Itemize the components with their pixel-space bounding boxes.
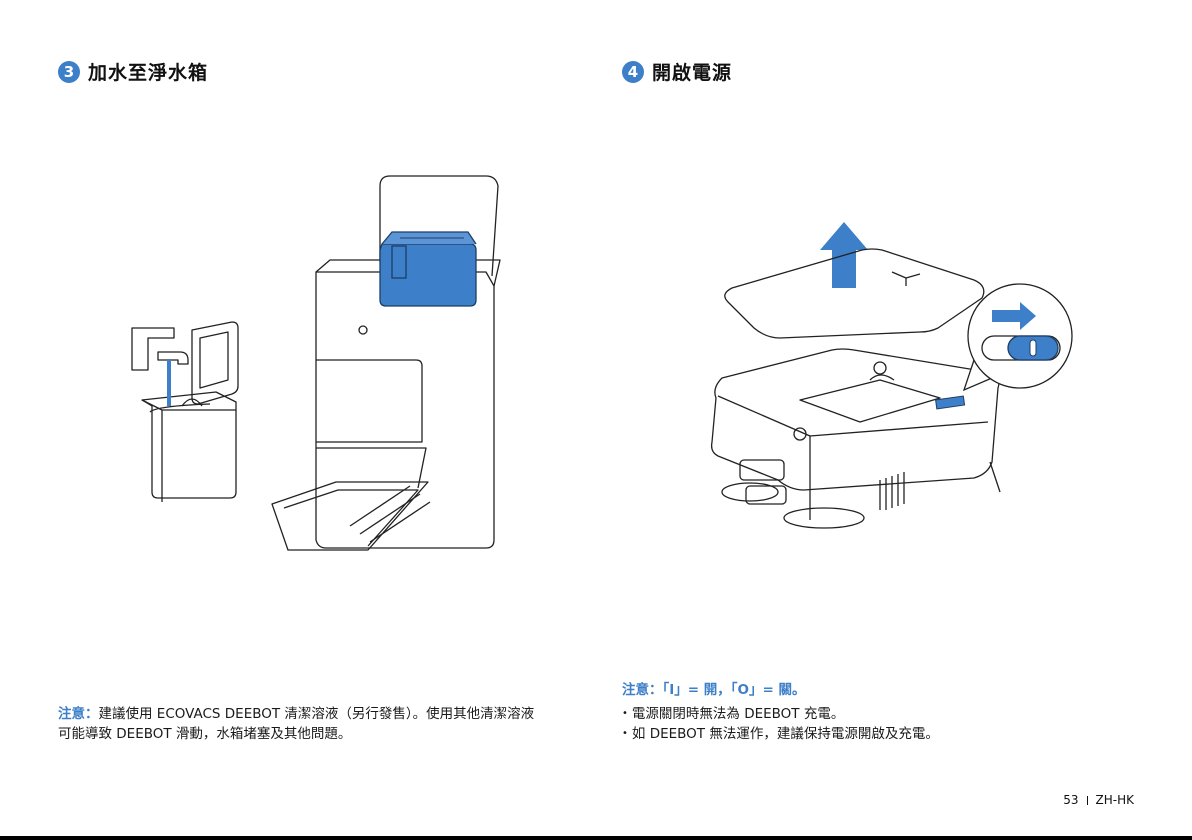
step-4-bullet-1: 電源關閉時無法為 DEEBOT 充電。 — [622, 704, 939, 724]
water-stream — [167, 360, 171, 406]
step-3-title: 加水至淨水箱 — [88, 58, 208, 85]
step-3-note-label: 注意： — [58, 706, 99, 722]
step-3-note-text-1: 建議使用 ECOVACS DEEBOT 清潔溶液（另行發售）。使用其他清潔溶液 — [99, 706, 535, 722]
language-code: ZH-HK — [1096, 793, 1134, 807]
step-3-note-line-1: 注意：建議使用 ECOVACS DEEBOT 清潔溶液（另行發售）。使用其他清潔… — [58, 704, 534, 724]
step-3-note: 注意：建議使用 ECOVACS DEEBOT 清潔溶液（另行發售）。使用其他清潔… — [58, 704, 534, 744]
step-3-note-line-2: 可能導致 DEEBOT 滑動，水箱堵塞及其他問題。 — [58, 724, 534, 744]
step-4-heading: 4 開啟電源 — [622, 58, 732, 85]
clean-water-tank — [380, 232, 476, 306]
fill-water-tank-illustration — [120, 160, 520, 570]
step-3-heading: 3 加水至淨水箱 — [58, 58, 208, 85]
bottom-bar — [0, 836, 1192, 840]
step-4-title: 開啟電源 — [652, 58, 732, 85]
step-4-bullets: 電源關閉時無法為 DEEBOT 充電。 如 DEEBOT 無法運作，建議保持電源… — [622, 704, 939, 744]
step-3-number-badge: 3 — [58, 61, 80, 83]
page-footer: 53 ZH-HK — [1063, 793, 1134, 807]
footer-separator — [1087, 796, 1088, 805]
step-4-number-badge: 4 — [622, 61, 644, 83]
step-4-bullet-2: 如 DEEBOT 無法運作，建議保持電源開啟及充電。 — [622, 724, 939, 744]
step-4-note-text: 「I」= 開，「O」= 關。 — [663, 682, 806, 698]
power-on-illustration — [700, 210, 1080, 540]
step-4-note: 注意：「I」= 開，「O」= 關。 — [622, 680, 806, 700]
page-number: 53 — [1063, 793, 1078, 807]
step-4-note-label: 注意： — [622, 682, 663, 698]
